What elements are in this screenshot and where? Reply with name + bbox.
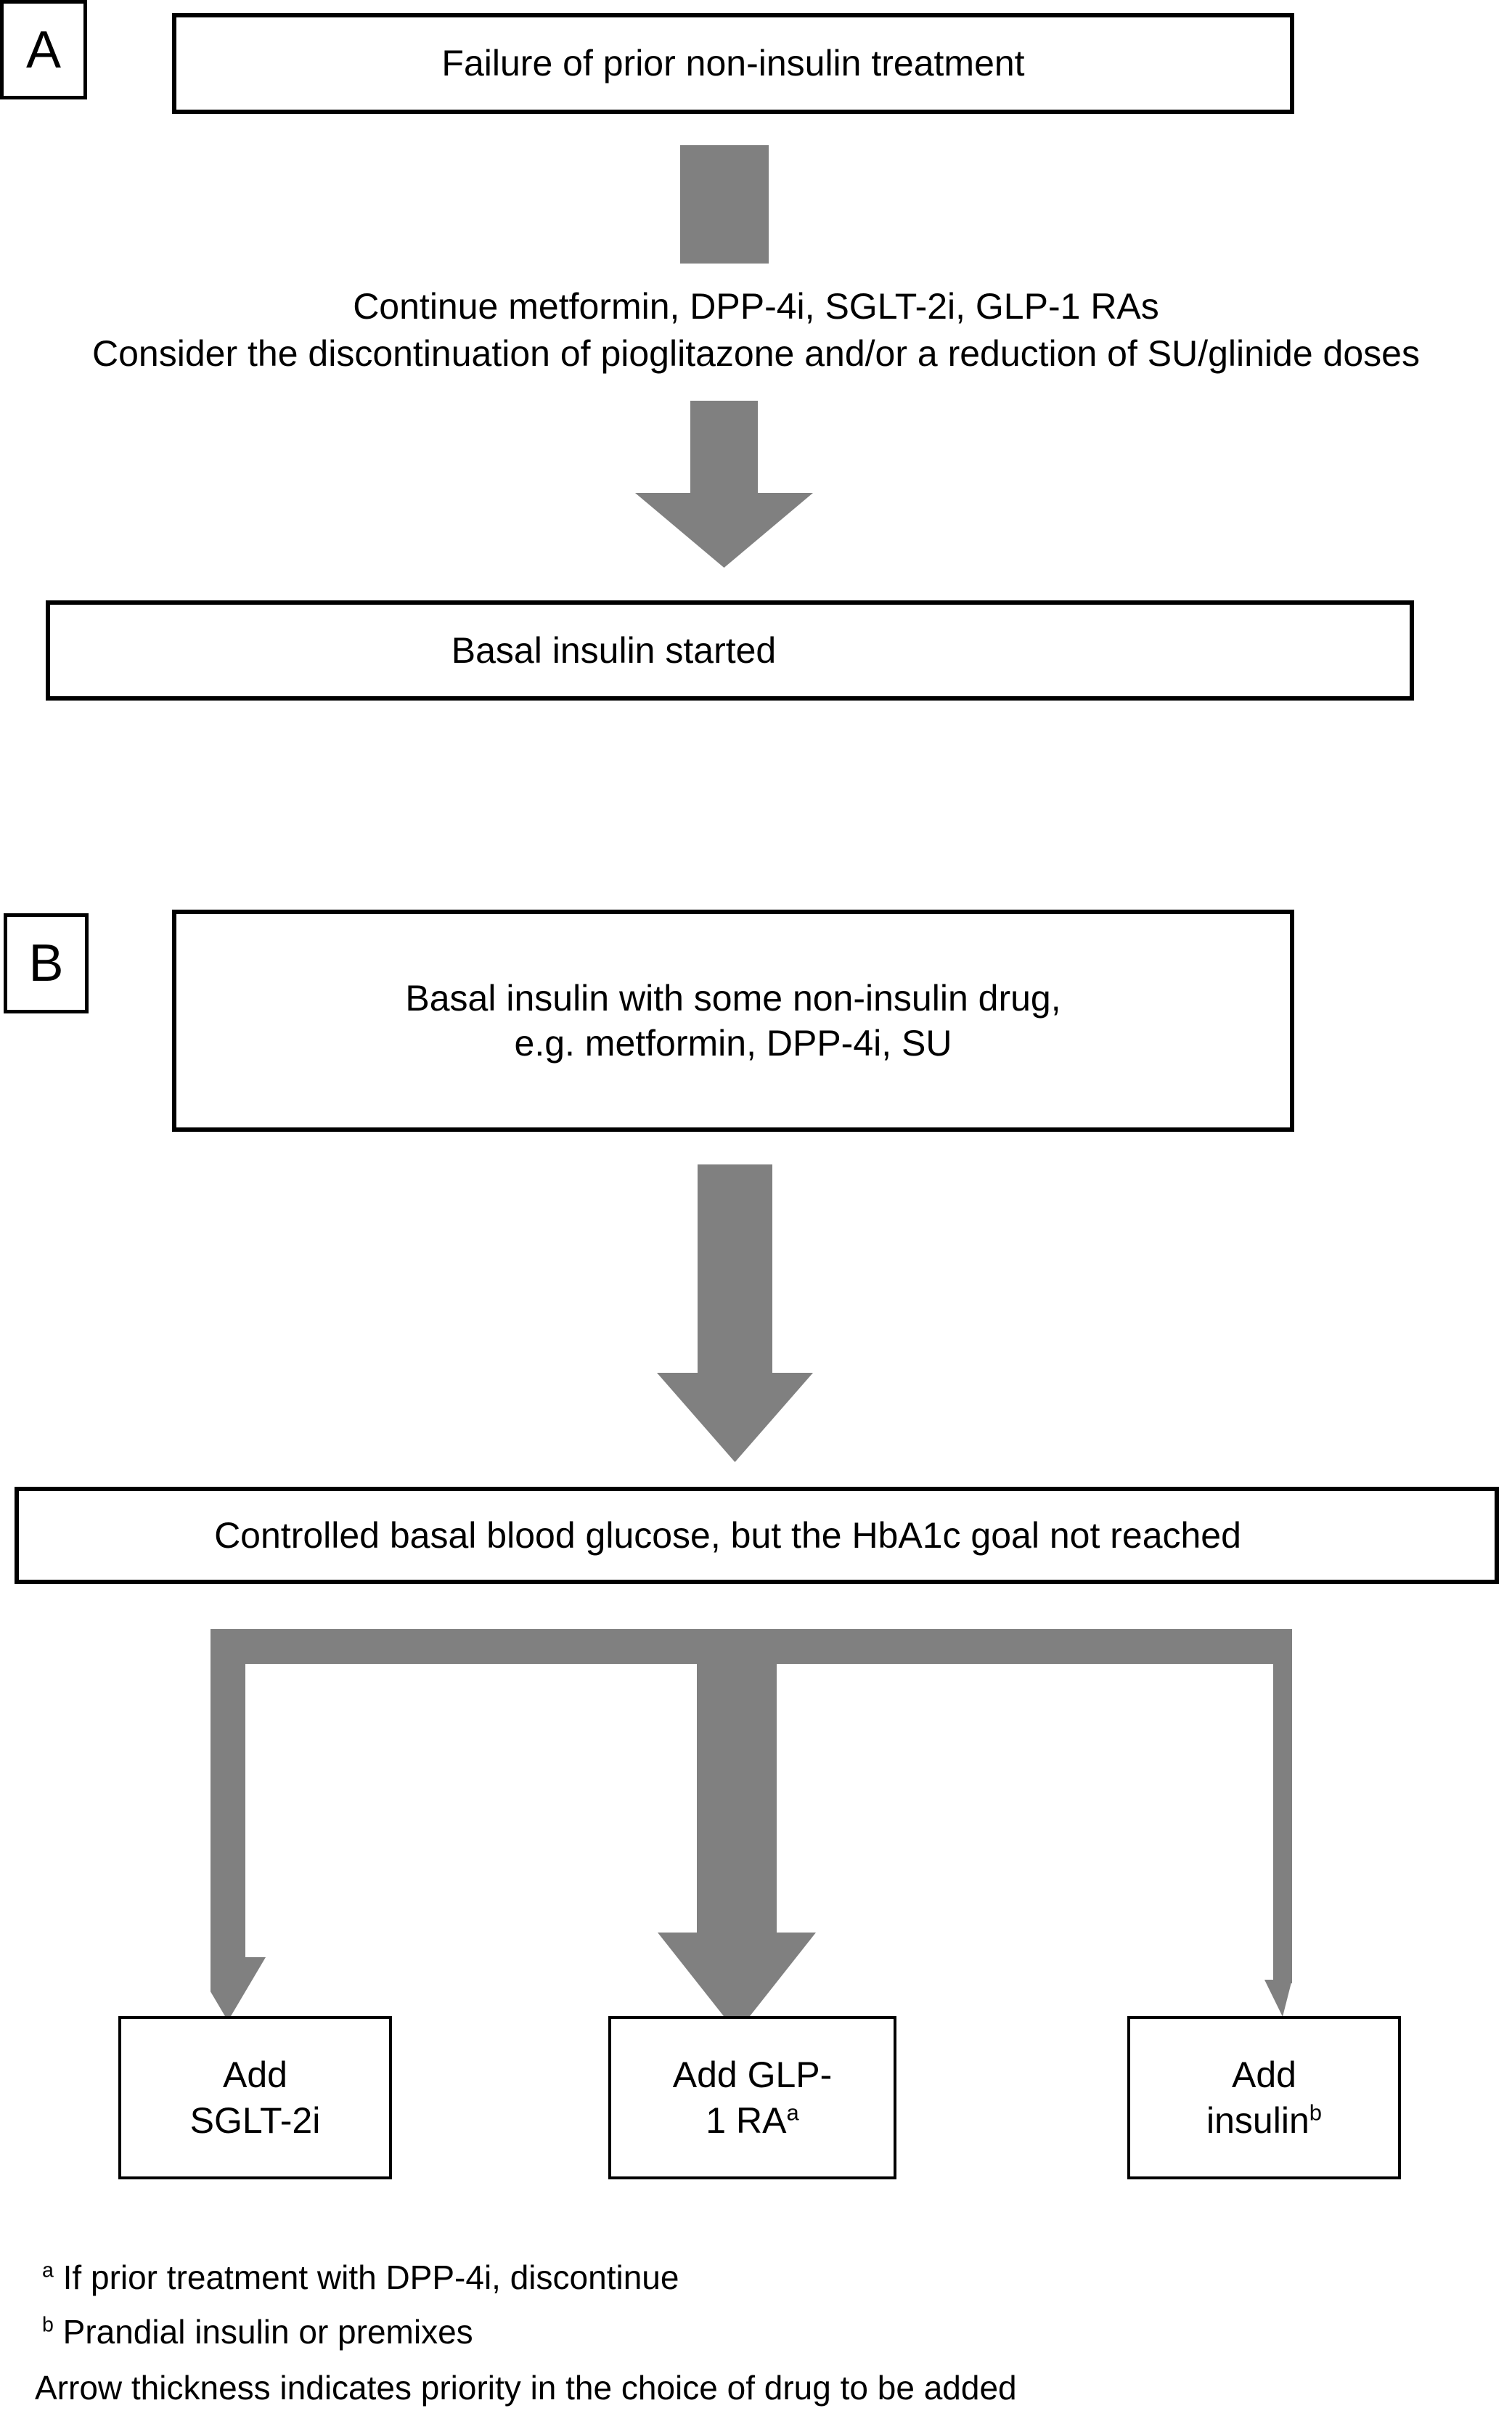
box-option-insulin-line2: insulinb — [1206, 2099, 1322, 2141]
box-basal-insulin-with-drug-line1: Basal insulin with some non-insulin drug… — [405, 977, 1061, 1019]
box-failure-prior-treatment-text: Failure of prior non-insulin treatment — [441, 43, 1025, 84]
box-failure-prior-treatment: Failure of prior non-insulin treatment — [172, 13, 1294, 114]
text-consider-discontinuation: Consider the discontinuation of pioglita… — [92, 333, 1420, 374]
arrow-down-icon — [635, 401, 813, 568]
box-basal-insulin-with-drug: Basal insulin with some non-insulin drug… — [172, 910, 1294, 1132]
box-option-sglt2i-line1: Add — [223, 2054, 287, 2095]
panel-label-b: B — [4, 913, 89, 1013]
three-way-branch-arrows — [211, 1629, 1292, 2033]
footnote-b-text: Prandial insulin or premixes — [53, 2313, 473, 2351]
arrow-down-to-basal-insulin — [635, 401, 813, 568]
connector-stem-a — [680, 145, 769, 264]
box-option-glp1ra-line2: 1 RAa — [706, 2099, 799, 2141]
box-basal-insulin-with-drug-line2: e.g. metformin, DPP-4i, SU — [514, 1023, 952, 1064]
footnote-a-text: If prior treatment with DPP-4i, disconti… — [53, 2258, 679, 2296]
box-option-sglt2i: Add SGLT-2i — [118, 2016, 392, 2179]
footnote-arrow-thickness: Arrow thickness indicates priority in th… — [35, 2368, 1017, 2408]
box-basal-insulin-started-text: Basal insulin started — [451, 629, 777, 671]
footnote-b-marker: b — [42, 2313, 54, 2337]
box-option-glp1ra: Add GLP- 1 RAa — [608, 2016, 896, 2179]
box-option-insulin: Add insulinb — [1127, 2016, 1401, 2179]
box-controlled-basal-glucose: Controlled basal blood glucose, but the … — [15, 1487, 1499, 1584]
arrow-branch-middle — [658, 1629, 816, 2033]
footnote-a: a If prior treatment with DPP-4i, discon… — [42, 2258, 679, 2298]
footnote-a-marker: a — [42, 2258, 54, 2282]
box-basal-insulin-started: Basal insulin started — [46, 600, 1414, 701]
box-option-insulin-line1: Add — [1232, 2054, 1296, 2095]
panel-label-a: A — [0, 0, 87, 99]
box-option-sglt2i-line2: SGLT-2i — [189, 2099, 321, 2141]
box-controlled-basal-glucose-text: Controlled basal blood glucose, but the … — [214, 1514, 1241, 1556]
arrow-down-to-controlled-glucose — [657, 1164, 813, 1462]
panel-label-a-text: A — [25, 20, 62, 79]
branching-arrows-group — [211, 1629, 1292, 2033]
box-option-glp1ra-line1: Add GLP- — [672, 2054, 833, 2095]
arrow-branch-right — [1264, 1629, 1292, 2017]
footnote-arrow-thickness-text: Arrow thickness indicates priority in th… — [35, 2369, 1017, 2407]
footnote-b: b Prandial insulin or premixes — [42, 2312, 473, 2352]
panel-label-b-text: B — [28, 934, 64, 992]
text-continue-agents: Continue metformin, DPP-4i, SGLT-2i, GLP… — [353, 286, 1159, 327]
arrow-down-icon — [657, 1164, 813, 1462]
arrow-branch-left — [211, 1629, 266, 2021]
